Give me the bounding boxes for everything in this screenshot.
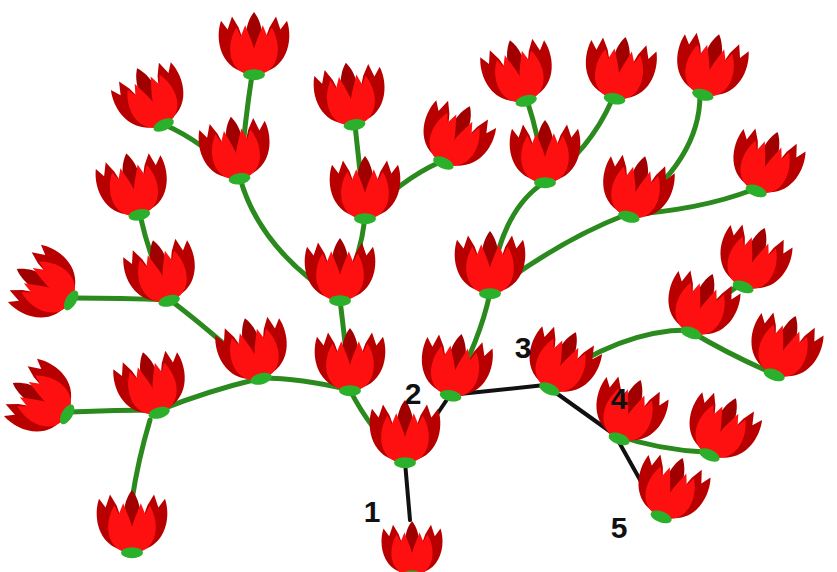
flower [109, 343, 195, 427]
flower [476, 31, 562, 115]
callout-number: 5 [611, 513, 628, 543]
flower [196, 112, 275, 189]
callout-number: 2 [405, 379, 422, 409]
numbered-stems [405, 385, 658, 520]
flower [105, 53, 198, 145]
callout-number: 4 [611, 384, 628, 414]
callout-number: 1 [364, 497, 381, 527]
flower [311, 58, 390, 135]
flower [415, 328, 496, 407]
stem-segment [405, 462, 410, 520]
flower [675, 383, 768, 475]
flower [305, 238, 376, 306]
flower-bud [381, 521, 442, 572]
flower [708, 216, 798, 304]
flower [626, 446, 716, 534]
flower [330, 156, 401, 224]
flower [510, 120, 581, 188]
flower [515, 317, 608, 409]
flower [119, 231, 205, 315]
flower [721, 120, 811, 208]
flower [584, 368, 674, 456]
flower [92, 146, 175, 227]
stem [132, 420, 150, 500]
flower [97, 490, 168, 558]
flower [667, 25, 753, 109]
stems [70, 75, 770, 500]
flower [579, 31, 660, 110]
flower [219, 12, 290, 80]
flower [370, 400, 441, 468]
flower [0, 352, 90, 447]
flower [593, 147, 679, 231]
flower [315, 328, 386, 396]
flower [455, 231, 526, 299]
flower [0, 238, 94, 333]
callout-number: 3 [515, 333, 532, 363]
flower [211, 309, 297, 393]
flowers [0, 12, 829, 572]
flower [739, 304, 829, 392]
flower [409, 91, 502, 183]
